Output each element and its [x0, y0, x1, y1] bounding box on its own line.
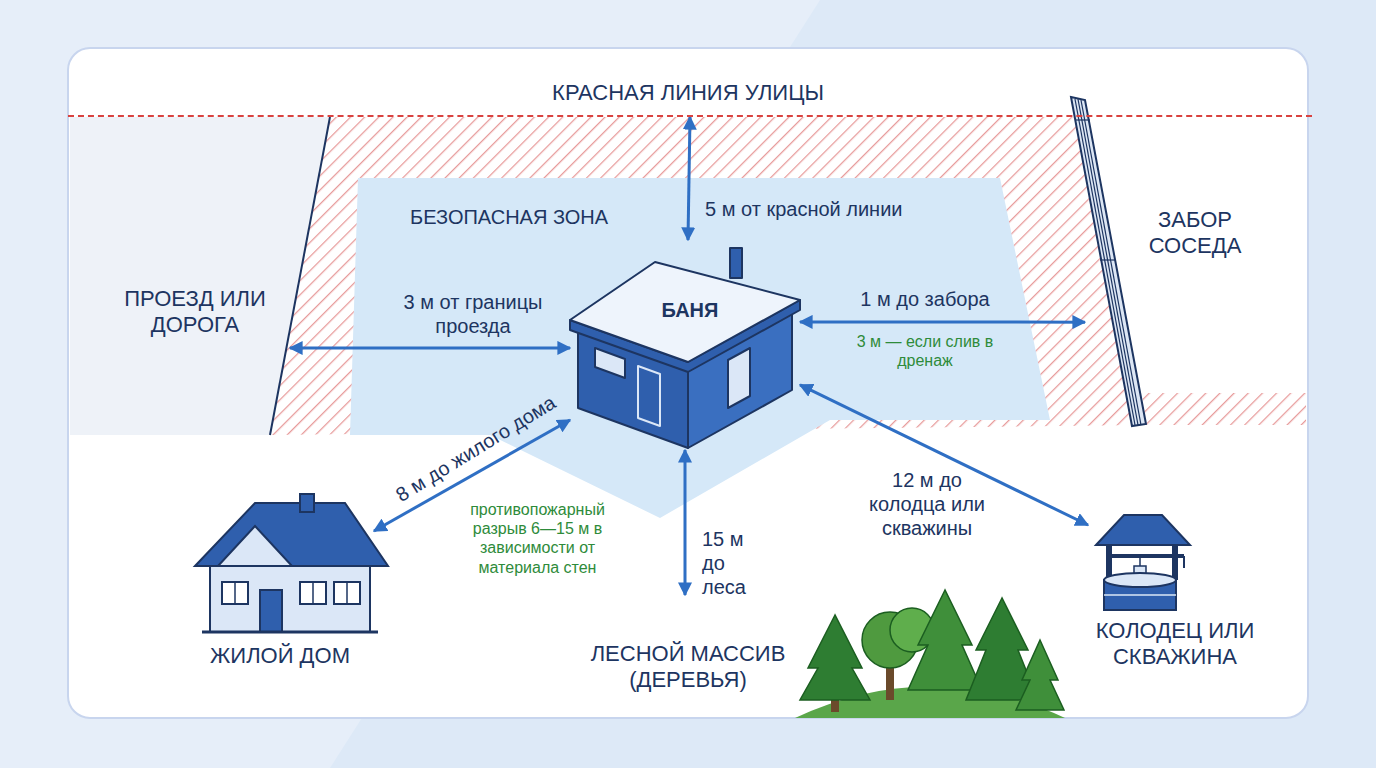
house-illustration-part — [300, 582, 326, 604]
node-label: БЕЗОПАСНАЯ ЗОНА — [410, 205, 670, 229]
outline-part — [350, 178, 1050, 518]
backdrop-part — [68, 48, 1308, 718]
fence-illustration-part — [1081, 100, 1141, 425]
label-holder: противопожарный разрыв 6—15 м в зависимо… — [450, 500, 625, 577]
well-illustration — [1096, 515, 1190, 610]
house-illustration-part — [234, 582, 236, 604]
well-illustration-part — [1104, 594, 1176, 596]
outline-part — [638, 366, 660, 426]
house-illustration-part — [346, 582, 348, 604]
well: КОЛОДЕЦ ИЛИ СКВАЖИНА — [1088, 510, 1266, 705]
well-illustration-part — [1112, 554, 1184, 558]
distance-arrow — [688, 117, 690, 240]
street-red-line: КРАСНАЯ ЛИНИЯ УЛИЦЫ — [68, 70, 1312, 117]
house-illustration-part — [300, 494, 314, 512]
road-edge-line-part — [270, 117, 330, 435]
outline-part — [728, 348, 750, 408]
fence-illustration — [1071, 97, 1146, 426]
text-holder: БЕЗОПАСНАЯ ЗОНА — [410, 205, 670, 229]
node-label: ЗАБОР СОСЕДА — [1135, 207, 1255, 260]
forest-illustration-part — [908, 590, 982, 690]
house-illustration-part — [195, 503, 388, 566]
neighbor-fence: ЗАБОР СОСЕДА — [1085, 95, 1305, 430]
house-illustration-part — [222, 582, 248, 604]
fence-illustration-part — [1076, 119, 1090, 120]
node-label: ПРОЕЗД ИЛИ ДОРОГА — [110, 286, 280, 339]
bathhouse: БАНЯ — [570, 240, 800, 450]
node-label: БАНЯ — [650, 298, 730, 322]
backdrop — [68, 0, 1376, 768]
distance-label: 12 м до колодца или скважины — [862, 468, 992, 540]
distance-arrow — [684, 450, 687, 595]
fence-illustration-part — [1071, 97, 1146, 426]
forest: ЛЕСНОЙ МАССИВ (ДЕРЕВЬЯ) — [570, 595, 1060, 715]
bathhouse-outline — [570, 240, 800, 450]
house-illustration-part — [260, 590, 282, 632]
forest-illustration-part — [800, 615, 870, 700]
text-holder: КРАСНАЯ ЛИНИЯ УЛИЦЫ — [68, 80, 1308, 106]
distance-arrow — [800, 320, 1085, 323]
distance-label: 15 м до леса — [702, 527, 768, 599]
label-holder: 12 м до колодца или скважины — [862, 468, 992, 540]
house-illustration-part — [334, 582, 360, 604]
house-illustration-part — [218, 526, 292, 566]
node-label: КОЛОДЕЦ ИЛИ СКВАЖИНА — [1088, 618, 1262, 671]
well-illustration-part — [1104, 573, 1176, 587]
node-label: ЛЕСНОЙ МАССИВ (ДЕРЕВЬЯ) — [570, 641, 806, 694]
text-holder: КОЛОДЕЦ ИЛИ СКВАЖИНА — [1088, 618, 1262, 671]
forest-illustration-part — [1016, 640, 1064, 710]
note-label: 3 м — если слив в дренаж — [850, 332, 1000, 370]
distance-label: 3 м от границы проезда — [378, 290, 568, 338]
well-illustration-part — [1096, 515, 1190, 545]
distance-arrow — [290, 346, 570, 349]
driveway: ПРОЕЗД ИЛИ ДОРОГА — [100, 282, 290, 352]
text-holder: БАНЯ — [650, 298, 730, 322]
fence-illustration-part — [1078, 99, 1138, 425]
text-holder: ЖИЛОЙ ДОМ — [190, 643, 370, 669]
label-holder: 8 м до жилого дома — [385, 440, 555, 464]
label-holder: 3 м от границы проезда — [378, 290, 568, 338]
distance-label: 5 м от красной линии — [705, 197, 975, 221]
node-label: КРАСНАЯ ЛИНИЯ УЛИЦЫ — [68, 80, 1308, 106]
house-illustration-part — [202, 631, 378, 634]
node-label: ЖИЛОЙ ДОМ — [190, 643, 370, 669]
house-illustration-part — [312, 582, 314, 604]
label-holder: 15 м до леса — [702, 527, 768, 599]
residential-house: ЖИЛОЙ ДОМ — [190, 495, 374, 675]
forest-illustration — [795, 590, 1065, 718]
outline-part — [570, 262, 800, 362]
label-holder: 5 м от красной линии — [705, 197, 975, 221]
fence-illustration-part — [1100, 259, 1115, 260]
label-holder: 1 м до забора — [840, 287, 1010, 311]
road-edge-line — [270, 117, 330, 435]
house-illustration — [195, 494, 388, 632]
text-holder: ПРОЕЗД ИЛИ ДОРОГА — [110, 286, 280, 339]
text-holder: ЛЕСНОЙ МАССИВ (ДЕРЕВЬЯ) — [570, 641, 806, 694]
distance-label: 1 м до забора — [840, 287, 1010, 311]
outline-part — [730, 248, 742, 278]
note-label: противопожарный разрыв 6—15 м в зависимо… — [450, 500, 625, 577]
text-holder: ЗАБОР СОСЕДА — [1135, 207, 1255, 260]
label-holder: 3 м — если слив в дренаж — [850, 332, 1000, 370]
well-illustration-part — [1183, 556, 1185, 568]
outline-part — [595, 348, 625, 378]
fence-illustration-part — [1075, 99, 1135, 425]
restricted-hatch-part — [1142, 393, 1306, 425]
house-illustration-part — [210, 560, 370, 632]
